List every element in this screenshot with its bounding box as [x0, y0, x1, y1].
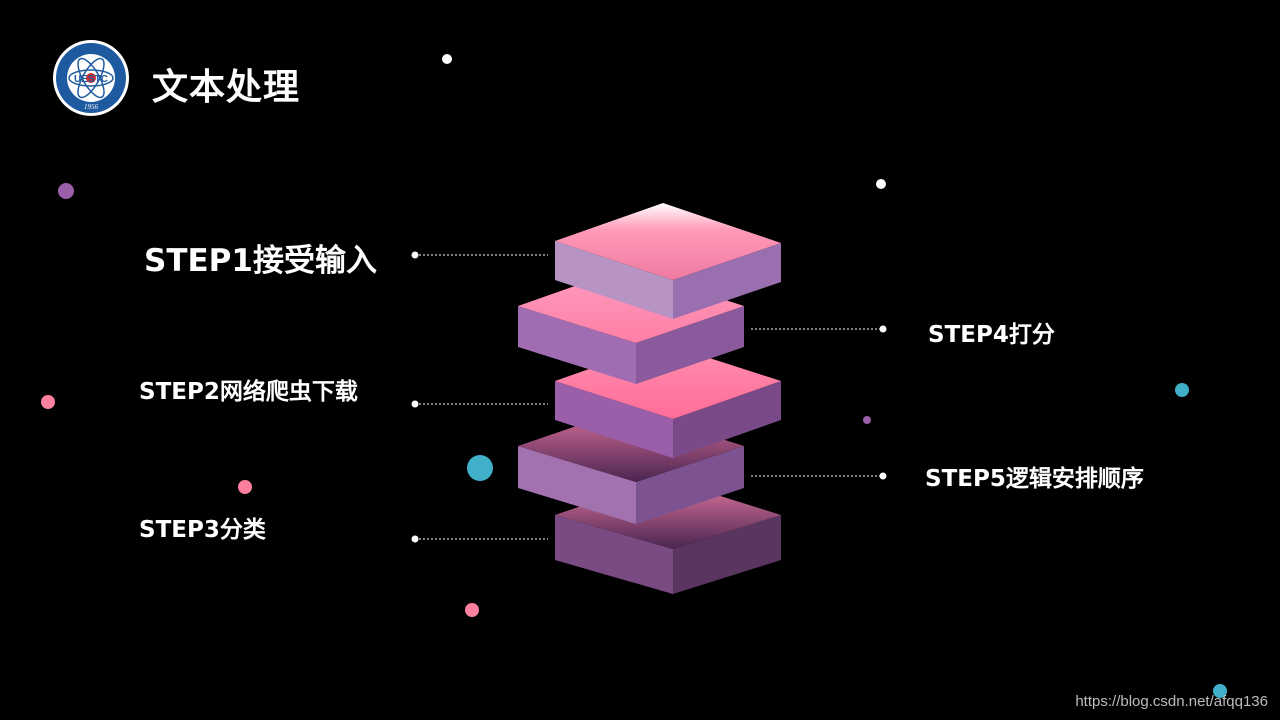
- connector-dot: [880, 326, 887, 333]
- decor-dot: [238, 480, 252, 494]
- decor-dot: [442, 54, 452, 64]
- decor-dot: [467, 455, 493, 481]
- watermark-url: https://blog.csdn.net/afqq136: [1075, 693, 1268, 710]
- decor-dot: [58, 183, 74, 199]
- decor-dot: [41, 395, 55, 409]
- decor-dot: [863, 416, 871, 424]
- step5-label: STEP5逻辑安排顺序: [925, 459, 1144, 493]
- step2-label: STEP2网络爬虫下载: [139, 372, 358, 406]
- step3-label: STEP3分类: [139, 510, 266, 544]
- decor-dot: [465, 603, 479, 617]
- step4-label: STEP4打分: [928, 315, 1055, 349]
- step1-label: STEP1接受输入: [144, 235, 377, 280]
- connector-dot: [412, 252, 419, 259]
- connector-dot: [412, 536, 419, 543]
- connector-dot: [880, 473, 887, 480]
- connector-dot: [412, 401, 419, 408]
- decor-dot: [1175, 383, 1189, 397]
- decor-dot: [876, 179, 886, 189]
